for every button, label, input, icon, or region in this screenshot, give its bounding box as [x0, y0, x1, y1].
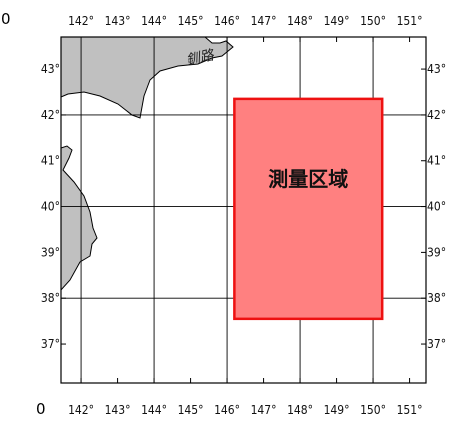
lat-label-right: 41°	[427, 154, 446, 168]
lon-label-bottom: 142°	[68, 403, 94, 417]
lon-label-bottom: 147°	[251, 403, 277, 417]
lat-label-left: 43°	[41, 62, 60, 76]
lon-label-top: 143°	[105, 14, 131, 28]
lon-label-bottom: 148°	[287, 403, 313, 417]
lon-label-bottom: 150°	[360, 403, 386, 417]
lat-label-left: 37°	[41, 337, 60, 351]
lon-label-bottom: 149°	[324, 403, 350, 417]
lat-label-right: 42°	[427, 108, 446, 122]
lon-label-bottom: 146°	[214, 403, 240, 417]
lon-label-top: 145°	[178, 14, 204, 28]
lon-label-bottom: 144°	[141, 403, 167, 417]
lat-label-left: 42°	[41, 108, 60, 122]
lon-label-top: 149°	[324, 14, 350, 28]
lat-label-left: 41°	[41, 154, 60, 168]
right-tick-labels: 37° 38° 39° 40° 41° 42° 43°	[421, 62, 446, 351]
city-label-kushiro: 釧路	[185, 47, 217, 69]
lat-label-right: 40°	[427, 200, 446, 214]
lon-label-top: 148°	[287, 14, 313, 28]
left-tick-labels: 37° 38° 39° 40° 41° 42° 43°	[41, 62, 66, 351]
corner-label-top: 0	[1, 10, 11, 28]
lon-label-top: 147°	[251, 14, 277, 28]
map-frame	[60, 36, 427, 384]
lat-label-right: 37°	[427, 337, 446, 351]
survey-area-label: 測量区域	[268, 167, 348, 191]
hokkaido-land	[60, 36, 234, 119]
lat-label-left: 40°	[41, 200, 60, 214]
lon-label-top: 151°	[397, 14, 423, 28]
survey-area-rectangle	[233, 97, 384, 321]
lat-label-right: 38°	[427, 291, 446, 305]
corner-label-bottom: 0	[36, 400, 46, 418]
lon-label-bottom: 145°	[178, 403, 204, 417]
top-tick-labels: 142° 143° 144° 145° 146° 147° 148° 149° 150° 151°	[68, 14, 423, 42]
lat-label-left: 38°	[41, 291, 60, 305]
lon-label-bottom: 143°	[105, 403, 131, 417]
lon-label-bottom: 151°	[397, 403, 423, 417]
lon-label-top: 144°	[141, 14, 167, 28]
lon-label-top: 142°	[68, 14, 94, 28]
lat-label-left: 39°	[41, 245, 60, 259]
honshu-land	[60, 145, 98, 292]
lon-label-top: 146°	[214, 14, 240, 28]
bottom-tick-labels: 142° 143° 144° 145° 146° 147° 148° 149° 150° 151°	[68, 378, 423, 417]
lat-label-right: 39°	[427, 245, 446, 259]
lat-label-right: 43°	[427, 62, 446, 76]
lon-label-top: 150°	[360, 14, 386, 28]
land-masses	[60, 36, 234, 292]
